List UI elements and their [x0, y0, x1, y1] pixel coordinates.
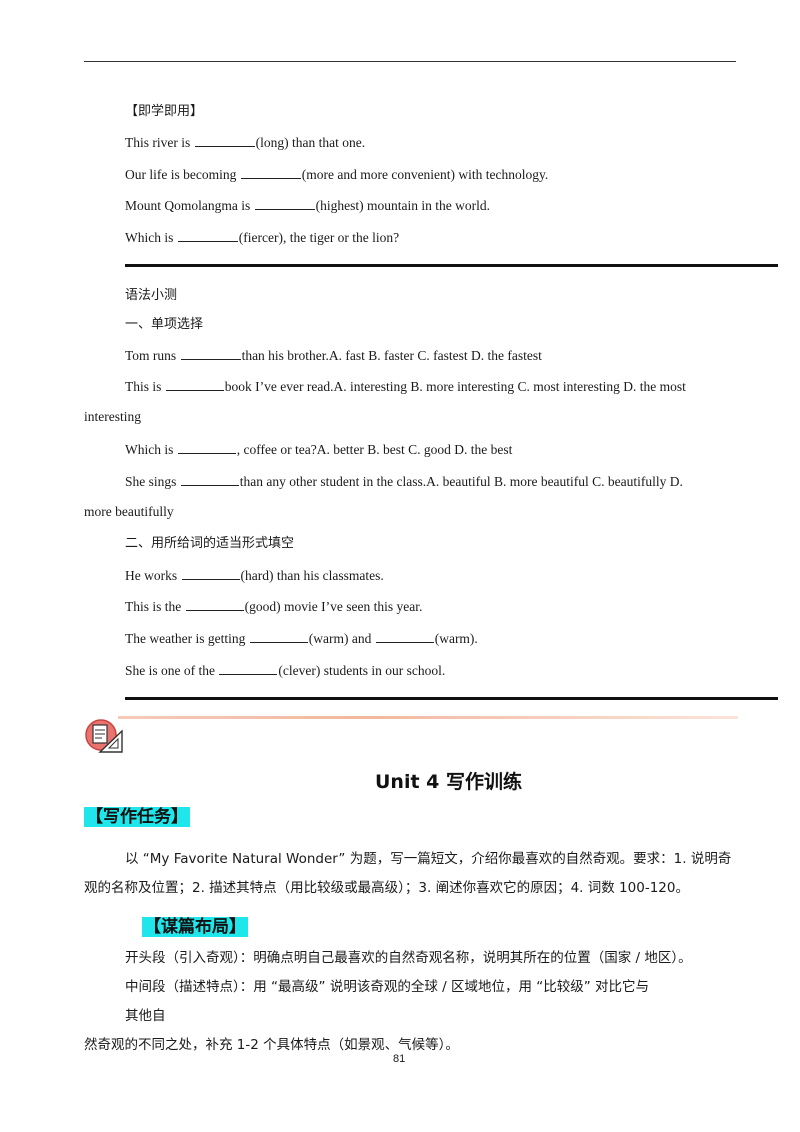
- fill-question: She is one of the (clever) students in o…: [125, 661, 446, 678]
- practice-heading: 【即学即用】: [125, 104, 204, 119]
- section1-title: 一、单项选择: [125, 317, 204, 332]
- fill-question: He works (hard) than his classmates.: [125, 566, 384, 583]
- practice-item: Which is (fiercer), the tiger or the lio…: [125, 228, 400, 245]
- quiz-heading: 语法小测: [125, 288, 178, 303]
- practice-item: Our life is becoming (more and more conv…: [125, 165, 549, 182]
- quiz-question: This is book I’ve ever read.A. interesti…: [125, 377, 686, 394]
- decorative-divider: [118, 716, 738, 719]
- practice-item: This river is (long) than that one.: [125, 133, 366, 150]
- fill-question: This is the (good) movie I’ve seen this …: [125, 597, 423, 614]
- layout-paragraph-line: 中间段（描述特点）：用 “最高级” 说明该奇观的全球 / 区域地位，用 “比较级…: [125, 979, 650, 995]
- page-number: 81: [393, 1053, 406, 1065]
- answer-blank[interactable]: [177, 228, 238, 242]
- layout-paragraph-line: 开头段（引入奇观）：明确点明自己最喜欢的自然奇观名称，说明其所在的位置（国家 /…: [125, 950, 692, 966]
- answer-blank[interactable]: [180, 346, 241, 360]
- task-label-text: 【写作任务】: [84, 807, 190, 827]
- answer-blank[interactable]: [177, 440, 236, 454]
- quiz-question: Which is , coffee or tea?A. better B. be…: [125, 440, 513, 457]
- answer-blank[interactable]: [165, 377, 224, 391]
- answer-blank[interactable]: [249, 629, 308, 643]
- layout-paragraph-line: 其他自: [125, 1008, 166, 1024]
- answer-blank[interactable]: [375, 629, 434, 643]
- layout-label: 【谋篇布局】: [142, 915, 248, 939]
- fill-question: The weather is getting (warm) and (warm)…: [125, 629, 478, 646]
- task-paragraph-line: 以 “My Favorite Natural Wonder” 为题，写一篇短文，…: [125, 851, 732, 867]
- answer-blank[interactable]: [254, 196, 315, 210]
- answer-blank[interactable]: [185, 597, 244, 611]
- quiz-question-continued: interesting: [84, 409, 141, 424]
- quiz-question-continued: more beautifully: [84, 504, 174, 519]
- section-divider: [125, 264, 778, 267]
- section2-title: 二、用所给词的适当形式填空: [125, 536, 295, 551]
- task-label: 【写作任务】: [84, 805, 190, 829]
- practice-item: Mount Qomolangma is (highest) mountain i…: [125, 196, 490, 213]
- answer-blank[interactable]: [219, 661, 278, 675]
- answer-blank[interactable]: [180, 472, 239, 486]
- answer-blank[interactable]: [240, 165, 301, 179]
- answer-blank[interactable]: [194, 133, 255, 147]
- quiz-question: Tom runs than his brother.A. fast B. fas…: [125, 346, 542, 363]
- layout-label-text: 【谋篇布局】: [142, 917, 248, 937]
- task-paragraph-line: 观的名称及位置；2. 描述其特点（用比较级或最高级）；3. 阐述你喜欢它的原因；…: [84, 880, 689, 896]
- section-divider: [125, 697, 778, 700]
- answer-blank[interactable]: [181, 566, 240, 580]
- layout-paragraph-line: 然奇观的不同之处，补充 1-2 个具体特点（如景观、气候等）。: [84, 1037, 459, 1053]
- page-title: Unit 4 写作训练: [375, 771, 522, 793]
- header-rule: [84, 61, 736, 62]
- worksheet-icon: [84, 717, 126, 755]
- quiz-question: She sings than any other student in the …: [125, 472, 683, 489]
